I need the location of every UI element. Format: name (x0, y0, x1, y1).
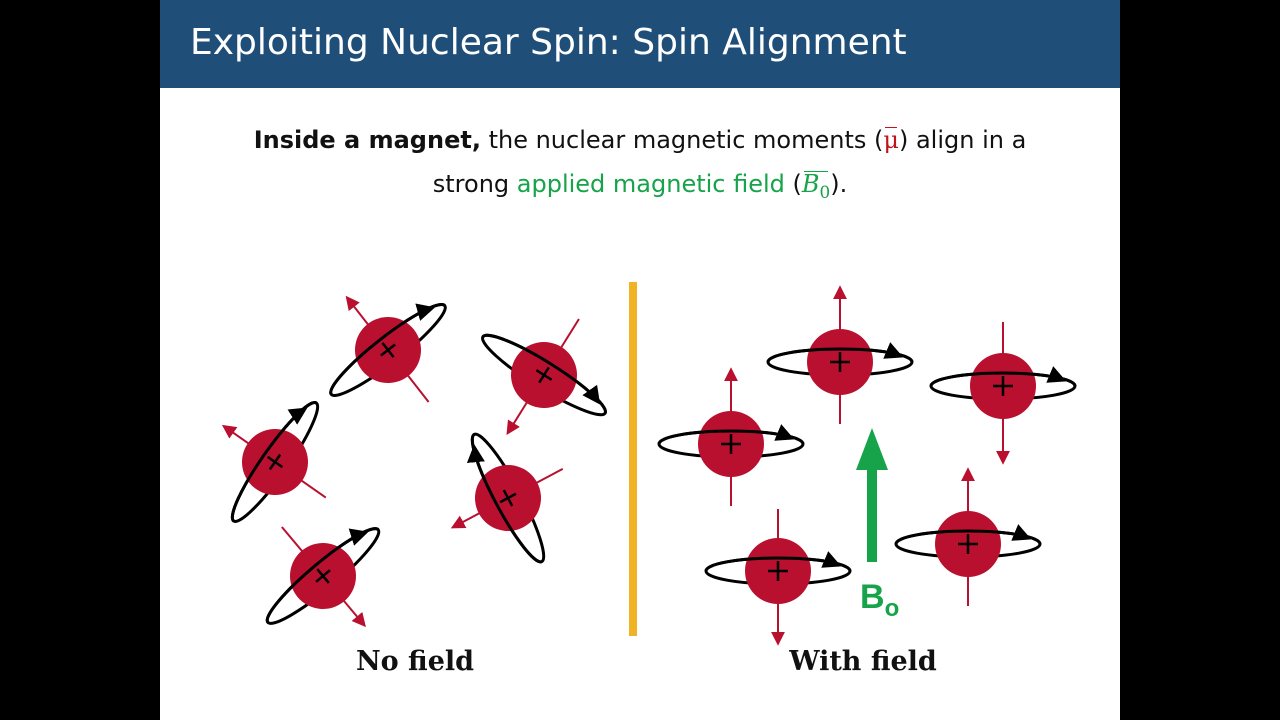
inside-magnet-text: Inside a magnet, (253, 126, 481, 154)
spin-aligned-4 (896, 467, 1040, 606)
b0-vector: B0 (802, 170, 830, 202)
mu-vector: μ (883, 126, 899, 154)
slide-title: Exploiting Nuclear Spin: Spin Alignment (190, 22, 907, 63)
paren-close: ). (830, 170, 848, 198)
applied-field-text: applied magnetic field (516, 170, 785, 198)
spin-random-5 (227, 481, 420, 672)
align-text: ) align in a (898, 126, 1027, 154)
no-field-label: No field (356, 646, 474, 677)
spin-aligned-1 (768, 285, 912, 424)
moments-text: the nuclear magnetic moments ( (480, 126, 884, 154)
spin-random-2 (447, 281, 640, 471)
b0-letter: B (801, 170, 820, 198)
spin-random-3 (183, 367, 367, 556)
title-bar: Exploiting Nuclear Spin: Spin Alignment (160, 0, 1120, 88)
field-label-b: B (860, 578, 885, 616)
spin-random-4 (419, 405, 596, 590)
strong-text: strong (432, 170, 517, 198)
spin-random-1 (291, 254, 486, 447)
field-arrow (856, 428, 888, 562)
body-line-1: Inside a magnet, the nuclear magnetic mo… (160, 126, 1120, 154)
field-label: Bo (860, 578, 899, 622)
b0-subscript: 0 (819, 181, 831, 202)
with-field-label: With field (788, 646, 937, 677)
spin-aligned-5 (706, 509, 850, 646)
spin-aligned-3 (659, 367, 803, 506)
body-line-2: strong applied magnetic field (B0). (160, 170, 1120, 202)
slide: Exploiting Nuclear Spin: Spin Alignment … (160, 0, 1120, 720)
divider-line (629, 282, 637, 636)
paren-open: ( (784, 170, 802, 198)
spin-aligned-2 (931, 322, 1075, 465)
field-label-sub: o (885, 595, 900, 622)
spin-diagram: Bo No field With field (160, 230, 1120, 677)
